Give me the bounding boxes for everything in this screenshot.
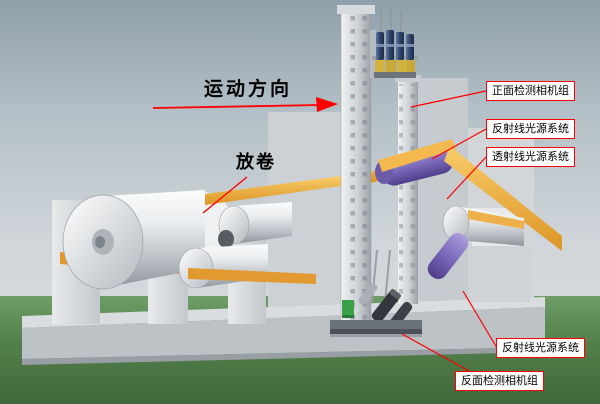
callout-reflect-light-top: 反射线光源系统 [486,119,575,139]
leader-back-camera [401,333,470,372]
leader-reflect-top [431,128,487,160]
top-light-roller [375,139,456,186]
leader-reflect-bottom [462,290,498,349]
web-span-left [205,176,341,205]
right-roller [442,205,524,246]
callout-reflect-light-bottom: 反射线光源系统 [496,338,585,358]
leader-front-camera [410,90,487,108]
camera-array-top [370,8,418,78]
callout-transmit-light: 透射线光源系统 [486,147,575,167]
web-span-down [444,146,562,251]
motion-arrow-line [152,104,321,109]
tower [337,5,375,336]
camera-assembly-bottom [330,249,422,337]
unwind-label: 放卷 [236,152,276,172]
camera-icon [371,289,401,323]
web-lower-strip [188,268,316,284]
idler-roller-upper [218,202,292,248]
leader-transmit [446,156,487,200]
annotation-lines [152,90,498,372]
callout-back-camera-group: 反面检测相机组 [455,371,544,391]
motion-direction-label: 运动方向 [204,79,293,100]
motion-arrow-head [316,97,338,112]
rear-column [395,75,421,304]
unwind-leader-line [202,176,248,214]
lower-light-roller [427,232,469,280]
callout-front-camera-group: 正面检测相机组 [486,81,575,101]
